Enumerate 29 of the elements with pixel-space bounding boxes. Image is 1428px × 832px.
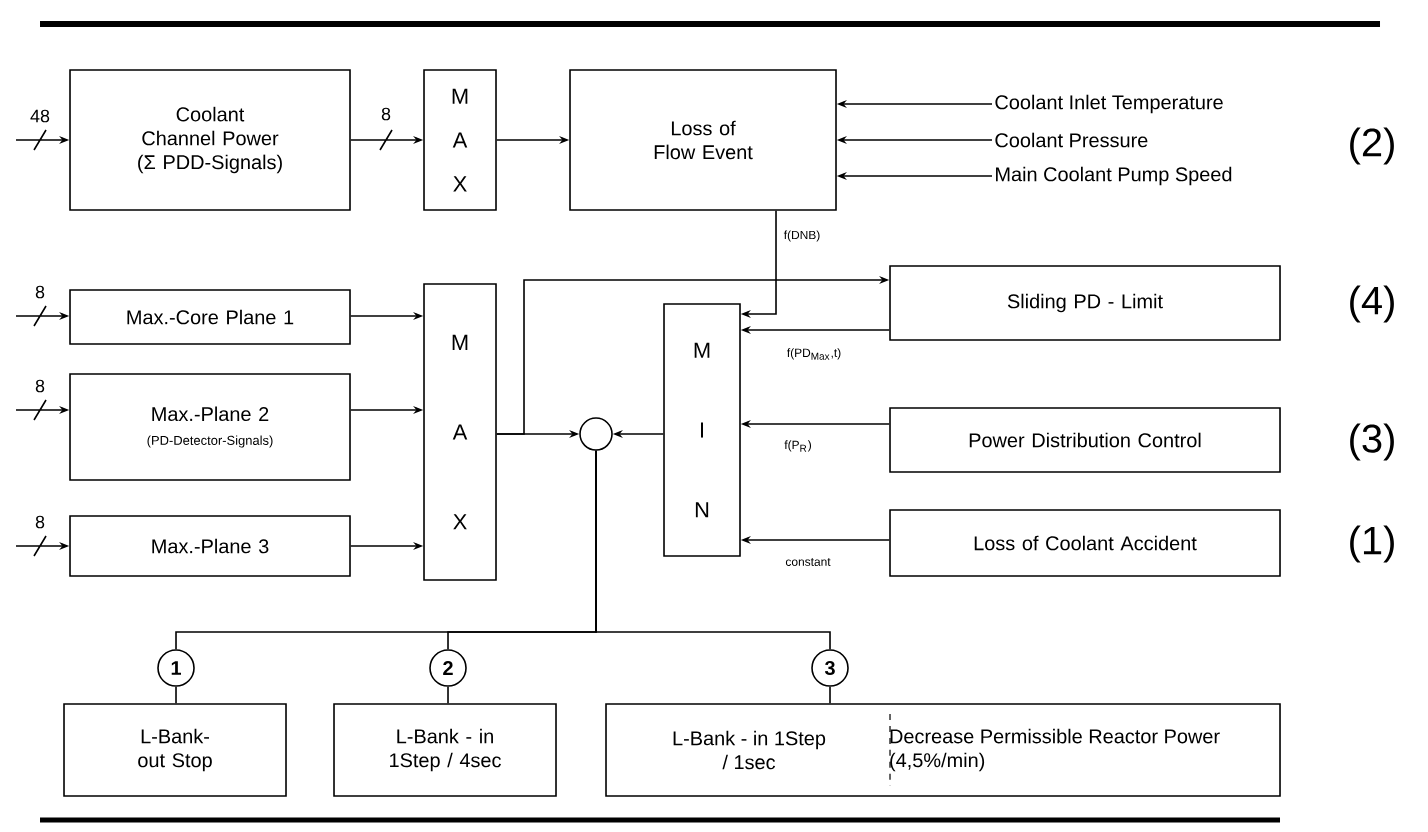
process-box: Coolant Channel Power (Σ PDD-Signals) xyxy=(69,69,351,211)
edge-label: 8 xyxy=(34,284,46,300)
group-number: (2) xyxy=(1350,127,1394,165)
group-number: (3) xyxy=(1350,423,1394,461)
step-number: 3 xyxy=(811,649,849,687)
signal-text: Coolant Pressure xyxy=(995,132,1148,148)
min-box: M I N xyxy=(663,303,741,557)
edge-label: 8 xyxy=(34,514,46,530)
junction-circle xyxy=(579,417,613,451)
edge-label: 48 xyxy=(29,108,51,124)
limit-box: Sliding PD - Limit xyxy=(889,265,1281,341)
input-box: Max.-Plane 3 xyxy=(69,515,351,577)
edge-label: 8 xyxy=(380,106,392,122)
signal-text: Main Coolant Pump Speed xyxy=(996,166,1232,186)
action-box: L-Bank-out Stop xyxy=(63,703,287,797)
action-box: L-Bank - in 1Step / 1sec Decrease Permissible Reactor Power (4,5%/min) xyxy=(605,703,1281,797)
input-box: Max.-Core Plane 1 xyxy=(69,289,351,345)
step-number: 1 xyxy=(157,649,195,687)
limit-box: Loss of Coolant Accident xyxy=(889,509,1281,577)
limit-box: Power Distribution Control xyxy=(889,407,1281,473)
action-box: L-Bank - in 1Step / 4sec xyxy=(333,703,557,797)
max-box: M A X xyxy=(423,69,497,211)
group-number: (4) xyxy=(1350,285,1394,323)
group-number: (1) xyxy=(1350,525,1394,563)
max-box: M A X xyxy=(423,283,497,581)
signal-text: Coolant Inlet Temperature xyxy=(995,94,1223,114)
step-number: 2 xyxy=(429,649,467,687)
process-box: Loss of Flow Event xyxy=(569,69,837,211)
edge-label: 8 xyxy=(34,378,46,394)
